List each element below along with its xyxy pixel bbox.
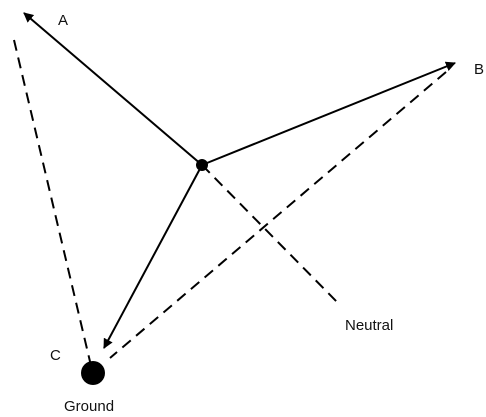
- label-a: A: [58, 12, 68, 29]
- dashed-line-a-to-ground: [13, 39, 93, 371]
- phasor-arrow-c: [103, 164, 203, 349]
- label-c: C: [50, 347, 61, 364]
- phasor-arrow-b: [201, 61, 456, 166]
- dashed-line-b-to-ground: [109, 71, 447, 359]
- ground-node: [81, 361, 105, 385]
- center-node: [196, 159, 208, 171]
- dashed-line-neutral: [201, 164, 341, 306]
- label-neutral: Neutral: [345, 317, 393, 334]
- label-ground: Ground: [64, 398, 114, 415]
- phasor-arrow-a: [23, 12, 203, 166]
- label-b: B: [474, 61, 484, 78]
